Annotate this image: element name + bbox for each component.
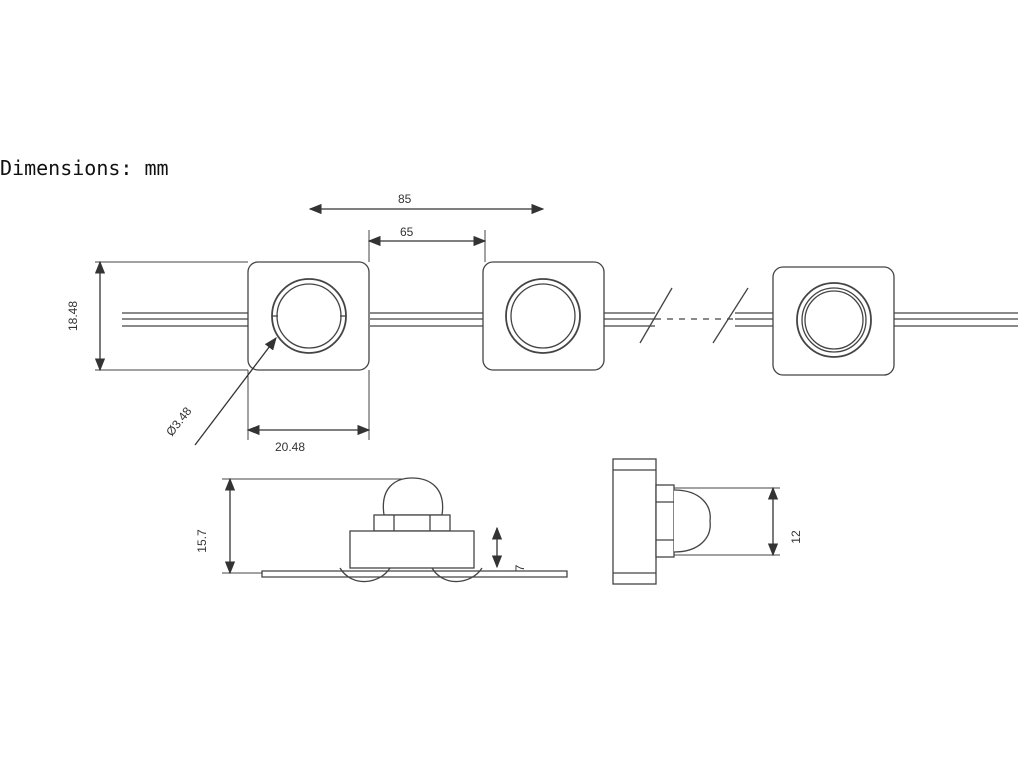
led-module-2 — [482, 261, 605, 371]
dim-label-85: 85 — [398, 192, 412, 206]
break-mark-left — [639, 287, 673, 344]
dim-label-total-height: 15.7 — [195, 529, 209, 553]
dim-line-hole — [194, 336, 277, 446]
led-module-3 — [772, 266, 895, 376]
dim-label-module-width: 20.48 — [275, 440, 305, 454]
dimensions-caption: Dimensions: mm — [0, 156, 169, 180]
break-mark-right — [712, 287, 749, 344]
side-view — [612, 458, 780, 585]
dim-label-module-height: 18.48 — [66, 301, 80, 331]
side-module-body — [612, 458, 711, 585]
led-module-1 — [247, 261, 370, 371]
top-view — [94, 203, 1018, 446]
dim-label-65: 65 — [400, 225, 414, 239]
dim-label-hole: Ø3.48 — [163, 404, 194, 439]
dim-label-lens-height: 12 — [789, 530, 803, 544]
wire-strip — [122, 312, 1018, 327]
front-module-body — [261, 477, 568, 583]
front-view — [222, 477, 568, 583]
dim-label-base-height: 7 — [513, 564, 527, 571]
